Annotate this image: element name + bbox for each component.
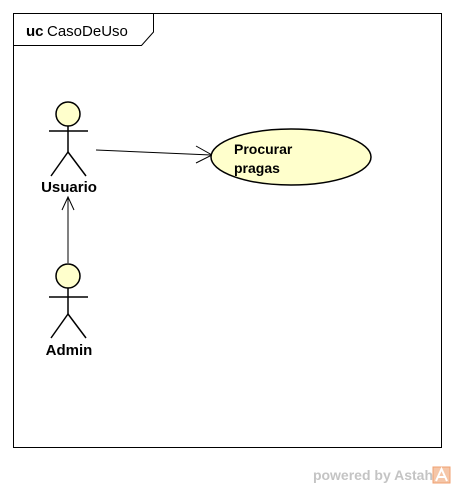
astah-logo-icon bbox=[432, 466, 451, 484]
use-case-label-line1: Procurar bbox=[234, 141, 293, 157]
actor-admin-left-leg bbox=[50, 313, 69, 339]
use-case-label-line2: pragas bbox=[234, 160, 280, 176]
actor-admin-head bbox=[55, 263, 81, 289]
watermark-text: powered by Astah bbox=[313, 467, 433, 483]
generalization-admin-usuario[interactable] bbox=[61, 195, 75, 263]
actor-usuario-label: Usuario bbox=[41, 179, 97, 196]
actor-usuario[interactable]: Usuario bbox=[41, 101, 97, 196]
diagram-frame bbox=[13, 13, 442, 448]
actor-usuario-right-leg bbox=[67, 151, 87, 177]
actor-usuario-head bbox=[55, 101, 81, 127]
frame-title: CasoDeUso bbox=[47, 23, 128, 40]
actor-admin-right-leg bbox=[67, 313, 87, 339]
astah-watermark: powered by Astah bbox=[313, 466, 451, 484]
use-case-procurar-pragas[interactable]: Procurar pragas bbox=[210, 128, 372, 186]
generalization-arrowhead bbox=[61, 195, 75, 211]
actor-usuario-left-leg bbox=[50, 151, 69, 177]
frame-keyword: uc bbox=[26, 23, 44, 40]
association-line bbox=[95, 149, 212, 156]
use-case-ellipse bbox=[210, 128, 372, 186]
frame-name-tab bbox=[13, 13, 154, 46]
actor-admin[interactable]: Admin bbox=[46, 263, 93, 359]
actor-admin-label: Admin bbox=[46, 342, 93, 359]
